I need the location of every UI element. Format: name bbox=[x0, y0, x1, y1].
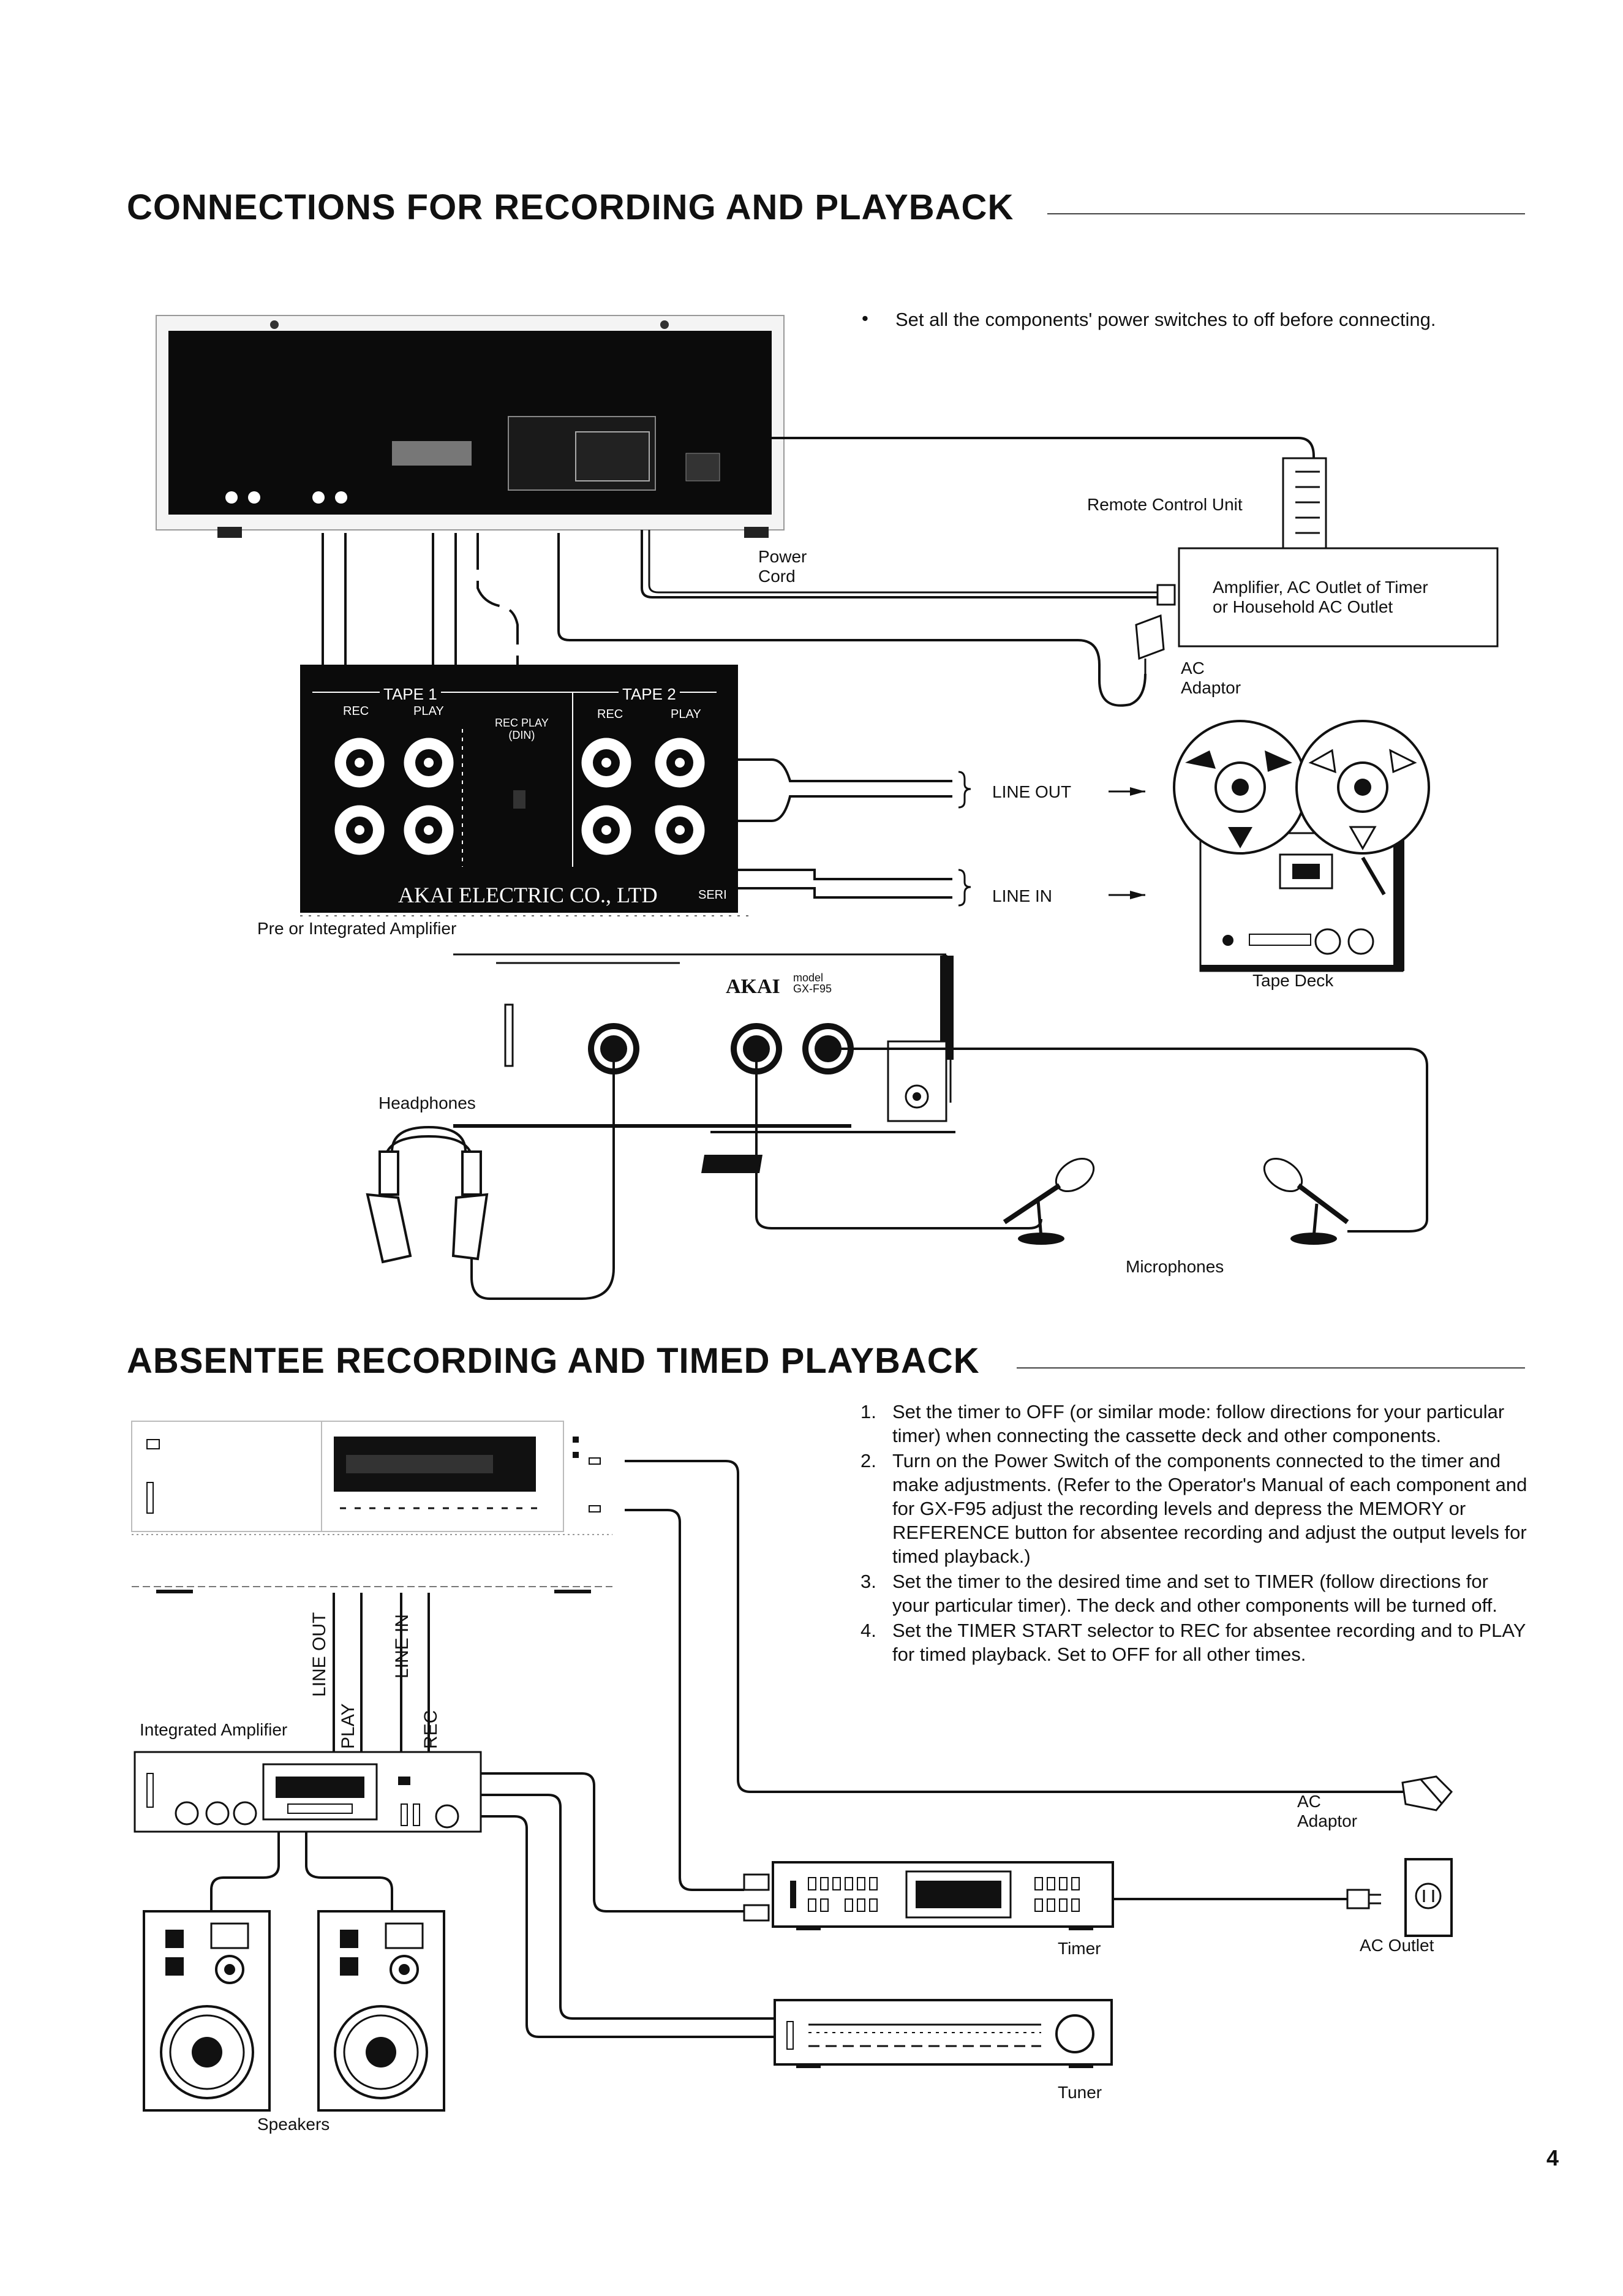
label-ac-adaptor: AC Adaptor bbox=[1181, 659, 1241, 697]
arrow-line-out bbox=[1109, 787, 1145, 796]
label-line-in: LINE IN bbox=[992, 886, 1053, 905]
label-remote-control-unit: Remote Control Unit bbox=[1087, 495, 1243, 514]
arrow-line-in bbox=[1109, 891, 1145, 899]
page-number: 4 bbox=[1546, 2145, 1559, 2170]
ac-outlet bbox=[1404, 1858, 1453, 1937]
remote-control-unit bbox=[1282, 457, 1327, 551]
amp-timer-tuner-cables bbox=[481, 1772, 775, 2038]
cassette-deck-front bbox=[453, 953, 955, 1173]
label-ac-outlet: AC Outlet bbox=[1360, 1936, 1434, 1955]
amp-label-tape1: TAPE 1 bbox=[380, 685, 441, 704]
microphone-right bbox=[1263, 1157, 1349, 1245]
deck-model: model GX-F95 bbox=[793, 972, 832, 995]
heading-rule-2 bbox=[1017, 1367, 1525, 1369]
label-ac-adaptor-2: AC Adaptor bbox=[1297, 1792, 1358, 1830]
speaker-right bbox=[317, 1910, 445, 2112]
amp-seri-text: SERI bbox=[698, 888, 727, 902]
label-tuner: Tuner bbox=[1058, 2083, 1102, 2102]
ac-adaptor-2 bbox=[1401, 1775, 1453, 1811]
label-microphones: Microphones bbox=[1126, 1257, 1224, 1276]
remote-cable bbox=[772, 437, 1315, 475]
heading-rule bbox=[1047, 213, 1525, 214]
absentee-steps: 1.Set the timer to OFF (or similar mode:… bbox=[860, 1400, 1528, 1667]
reel-to-reel-tape-deck bbox=[1173, 720, 1430, 972]
power-plug bbox=[1156, 584, 1176, 606]
ac-outlet-box bbox=[1178, 547, 1499, 648]
integrated-amplifier-front bbox=[134, 1751, 482, 1833]
ac-adaptor-plug bbox=[1135, 614, 1165, 674]
label-line-out-2: LINE OUT bbox=[309, 1612, 329, 1697]
label-line-out: LINE OUT bbox=[992, 782, 1072, 801]
label-tape-deck: Tape Deck bbox=[1252, 971, 1334, 990]
amp-label-play-1: PLAY bbox=[413, 704, 444, 718]
setup-note-text: Set all the components' power switches t… bbox=[895, 309, 1436, 330]
outlet-plug bbox=[1346, 1889, 1381, 1909]
label-play-2: PLAY bbox=[338, 1703, 358, 1750]
cassette-deck-front-2 bbox=[131, 1421, 612, 1593]
step-4: 4.Set the TIMER START selector to REC fo… bbox=[860, 1620, 1526, 1665]
amp-label-rec-1: REC bbox=[343, 704, 369, 718]
step-2: 2.Turn on the Power Switch of the compon… bbox=[860, 1450, 1527, 1567]
deck-timer-cables bbox=[625, 1460, 1409, 1891]
step-1: 1.Set the timer to OFF (or similar mode:… bbox=[860, 1401, 1505, 1446]
amplifier-rear-panel bbox=[300, 665, 753, 916]
section-title-absentee: ABSENTEE RECORDING AND TIMED PLAYBACK bbox=[127, 1341, 980, 1381]
bullet: • bbox=[862, 308, 868, 329]
headphones bbox=[366, 1049, 615, 1300]
label-headphones: Headphones bbox=[378, 1093, 476, 1112]
amp-maker-text: AKAI ELECTRIC CO., LTD bbox=[398, 883, 658, 907]
step-3: 3.Set the timer to the desired time and … bbox=[860, 1571, 1497, 1616]
deck-brand: AKAI bbox=[726, 975, 780, 998]
line-cables bbox=[738, 758, 971, 907]
deck-to-amp-cables bbox=[322, 533, 519, 671]
label-line-in-2: LINE IN bbox=[392, 1614, 412, 1679]
deck-amp-cables-2 bbox=[333, 1593, 430, 1752]
cassette-deck-rear bbox=[156, 315, 785, 538]
amp-label-tape2: TAPE 2 bbox=[619, 685, 680, 704]
amp-label-play-2: PLAY bbox=[671, 708, 701, 721]
label-timer: Timer bbox=[1058, 1939, 1101, 1958]
timer-unit bbox=[743, 1861, 1114, 1930]
amp-label-rec-2: REC bbox=[597, 708, 623, 721]
label-speakers: Speakers bbox=[257, 2115, 330, 2134]
section-title-connections: CONNECTIONS FOR RECORDING AND PLAYBACK bbox=[127, 187, 1014, 227]
microphone-left bbox=[1003, 1157, 1095, 1245]
setup-note: • Set all the components' power switches… bbox=[862, 308, 1526, 331]
label-rec-2: REC bbox=[421, 1710, 441, 1749]
speaker-left bbox=[143, 1910, 271, 2112]
label-pre-integrated-amplifier: Pre or Integrated Amplifier bbox=[257, 919, 457, 938]
power-cord bbox=[641, 530, 1158, 599]
label-amplifier-ac-outlet: Amplifier, AC Outlet of Timer or Househo… bbox=[1213, 578, 1428, 616]
amp-label-rec-play: REC PLAY (DIN) bbox=[495, 717, 549, 741]
label-power-cord: Power Cord bbox=[758, 547, 807, 586]
tuner-unit bbox=[774, 1999, 1113, 2068]
label-integrated-amplifier: Integrated Amplifier bbox=[140, 1720, 288, 1739]
speaker-cables bbox=[210, 1832, 393, 1911]
ac-adaptor-cable bbox=[557, 533, 1147, 707]
